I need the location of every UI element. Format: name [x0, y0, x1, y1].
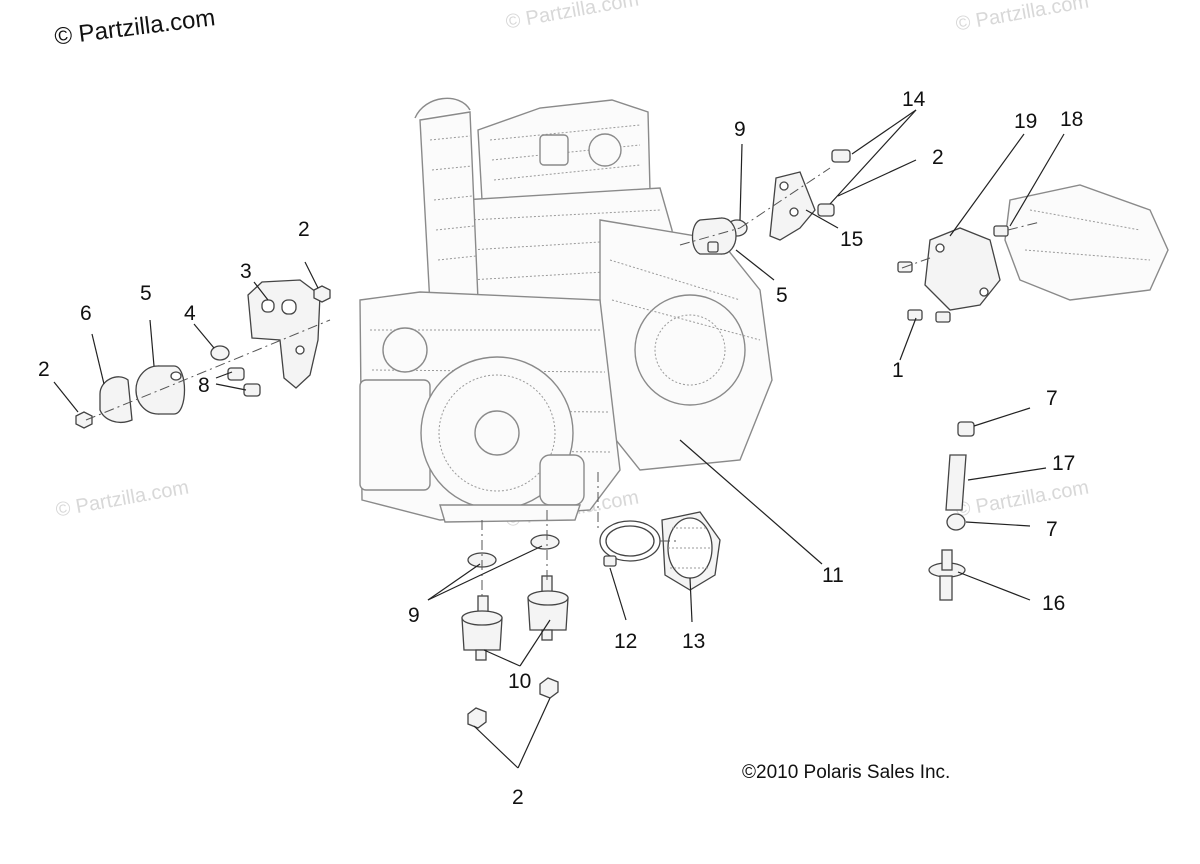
callout-15: 15	[840, 228, 863, 251]
engine-mount-bracket-right	[769, 171, 816, 241]
fitting	[928, 549, 966, 601]
callout-1: 1	[892, 359, 904, 382]
isolator-right	[691, 217, 737, 255]
callout-labels: 1 2 2 2 2 3 4 5 5 6 7 7 8 9 9 10 11 12 1…	[38, 88, 1083, 809]
washer	[210, 345, 230, 361]
callout-9: 9	[408, 604, 420, 627]
grommet	[957, 421, 975, 437]
washer	[530, 534, 560, 550]
bolt	[817, 203, 835, 217]
nut	[467, 707, 487, 729]
callout-5: 5	[140, 282, 152, 305]
nut	[313, 285, 331, 303]
callout-16: 16	[1042, 592, 1065, 615]
hose-clamp	[599, 520, 661, 567]
heat-shield	[99, 376, 133, 424]
bolt	[907, 309, 923, 321]
engine-mount-bracket-left	[247, 279, 321, 389]
centerlines	[85, 167, 1041, 600]
callout-2: 2	[932, 146, 944, 169]
callout-17: 17	[1052, 452, 1075, 475]
callout-14: 14	[902, 88, 926, 111]
grommet	[946, 513, 966, 531]
callout-18: 18	[1060, 108, 1083, 131]
callout-11: 11	[822, 564, 844, 587]
callout-2: 2	[38, 358, 50, 381]
nut	[539, 677, 559, 699]
callout-2: 2	[512, 786, 524, 809]
pin	[993, 225, 1009, 237]
bolt	[935, 311, 951, 323]
callout-12: 12	[614, 630, 637, 653]
mount-plate	[924, 227, 1001, 311]
callout-3: 3	[240, 260, 252, 283]
bolt	[831, 149, 851, 163]
callout-13: 13	[682, 630, 705, 653]
callout-7: 7	[1046, 387, 1058, 410]
copyright-notice: ©2010 Polaris Sales Inc.	[742, 762, 951, 783]
callout-4: 4	[184, 302, 196, 325]
isolator-bottom	[461, 595, 503, 661]
callout-6: 6	[80, 302, 92, 325]
bolts-8	[227, 367, 261, 397]
leader-lines	[53, 109, 1065, 769]
engine-drawing	[359, 97, 773, 523]
callout-5: 5	[776, 284, 788, 307]
intake-boot	[661, 511, 721, 591]
callout-2: 2	[298, 218, 310, 241]
isolator-left	[135, 365, 186, 415]
isolator-bottom	[527, 575, 569, 641]
callout-8: 8	[198, 374, 210, 397]
callout-7: 7	[1046, 518, 1058, 541]
callout-10: 10	[508, 670, 531, 693]
callout-19: 19	[1014, 110, 1037, 133]
starter-housing	[1004, 184, 1169, 301]
tube	[945, 454, 967, 511]
callout-9: 9	[734, 118, 746, 141]
nut	[75, 411, 93, 429]
